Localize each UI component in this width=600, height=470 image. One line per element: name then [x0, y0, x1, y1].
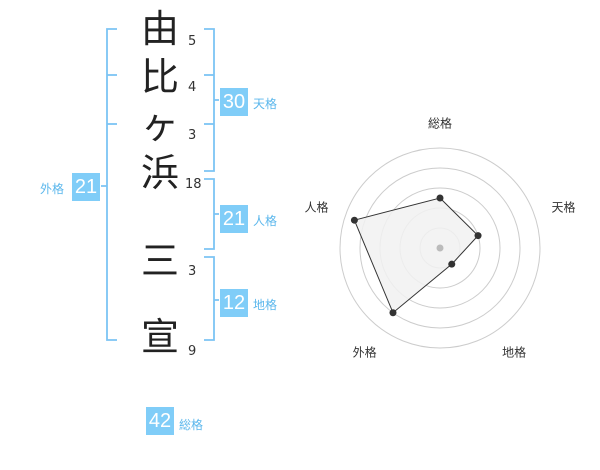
jinkaku-bracket: [204, 178, 219, 250]
stroke-count-2: 4: [188, 80, 197, 95]
name-char-3: ヶ: [140, 103, 179, 147]
stroke-count-3: 3: [188, 128, 197, 143]
soukaku-value: 42: [146, 407, 174, 435]
radar-center-dot: [436, 244, 444, 252]
radar-axis-label-3: 地格: [502, 345, 526, 360]
radar-grid-ring-5: [339, 147, 541, 349]
tenkaku-label: 天格: [253, 97, 278, 111]
stroke-count-1: 5: [188, 34, 197, 49]
radar-point-3: [448, 260, 456, 268]
radar-axis-label-2: 天格: [552, 199, 576, 214]
chikaku-value: 12: [220, 289, 248, 317]
stroke-count-6: 9: [188, 344, 197, 359]
radar-point-5: [350, 216, 358, 224]
name-char-5: 三: [140, 239, 179, 283]
jinkaku-value: 21: [220, 205, 248, 233]
gaikaku-bracket: [101, 28, 117, 341]
gaikaku-value: 21: [72, 173, 100, 201]
chikaku-label: 地格: [253, 298, 278, 312]
radar-area: [353, 197, 479, 314]
stroke-count-5: 3: [188, 264, 197, 279]
radar-grid-ring-4: [359, 167, 521, 329]
name-char-4: 浜: [140, 151, 179, 195]
soukaku-label: 総格: [179, 418, 204, 432]
name-char-2: 比: [140, 55, 179, 99]
radar-axis-label-1: 総格: [428, 116, 452, 131]
tenkaku-value: 30: [220, 88, 248, 116]
radar-axis-label-5: 人格: [304, 199, 328, 214]
name-char-1: 由: [140, 7, 179, 51]
tenkaku-bracket: [204, 28, 219, 172]
stroke-count-4: 18: [185, 177, 202, 192]
chikaku-bracket: [204, 256, 219, 341]
radar-point-4: [389, 309, 397, 317]
gaikaku-label: 外格: [40, 182, 65, 196]
radar-axis-label-4: 外格: [353, 345, 377, 360]
jinkaku-label: 人格: [253, 214, 278, 228]
radar-point-2: [474, 232, 482, 240]
name-char-6: 宣: [140, 315, 179, 359]
radar-point-1: [436, 194, 444, 202]
